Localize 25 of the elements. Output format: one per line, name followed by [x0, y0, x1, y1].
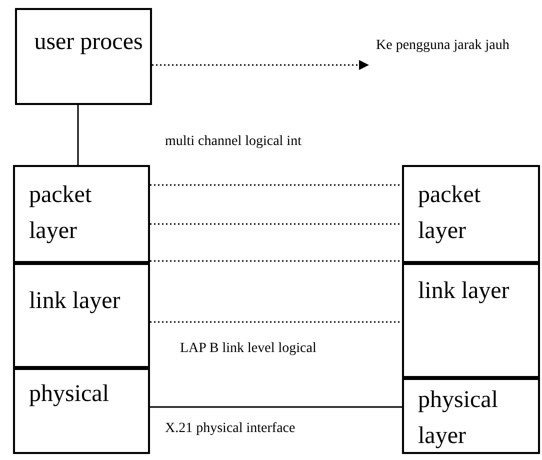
dotted-connector [152, 60, 369, 70]
box-label: link layer [418, 277, 510, 306]
connector-line [77, 105, 79, 165]
layer-box [402, 263, 540, 378]
box-label: user proces [33, 28, 144, 57]
box-label: physical layer [418, 386, 499, 451]
destination-text: Ke pengguna jarak jauh [376, 36, 542, 55]
box-label: physical [29, 380, 110, 409]
box-label: link layer [29, 287, 122, 316]
dotted-connector [150, 223, 402, 225]
layer-box [13, 368, 150, 454]
layer-box [13, 263, 150, 368]
layer-box [402, 165, 540, 263]
dotted-connector [150, 260, 402, 262]
edge-label: multi channel logical int [165, 133, 302, 150]
edge-label: LAP B link level logical [180, 340, 316, 357]
edge-label: X.21 physical interface [165, 420, 296, 437]
box-label: packet layer [418, 181, 482, 246]
layer-box [402, 378, 540, 454]
box-label: packet layer [29, 181, 93, 246]
connector-line [150, 406, 402, 408]
dotted-connector [150, 321, 402, 323]
dotted-connector [150, 184, 402, 186]
layer-box [13, 165, 150, 263]
layer-box [15, 8, 152, 105]
